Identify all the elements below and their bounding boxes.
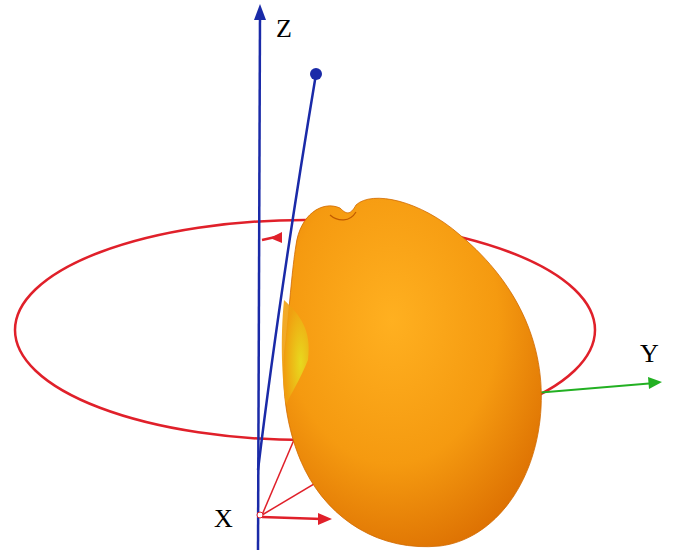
axis-label: Y [640,341,659,367]
arrowhead [270,232,282,243]
origin [257,512,263,518]
arrowhead [318,513,332,525]
radiation-lobe [284,198,542,546]
marker-dot [310,68,322,80]
axis-label: X [214,506,233,532]
lobe-dimple [330,212,356,220]
axis-label: Z [276,16,292,42]
x-direction-arrow [262,517,322,519]
lobe-shading [282,300,309,405]
arrowhead [254,4,266,20]
arrowhead [648,377,662,389]
